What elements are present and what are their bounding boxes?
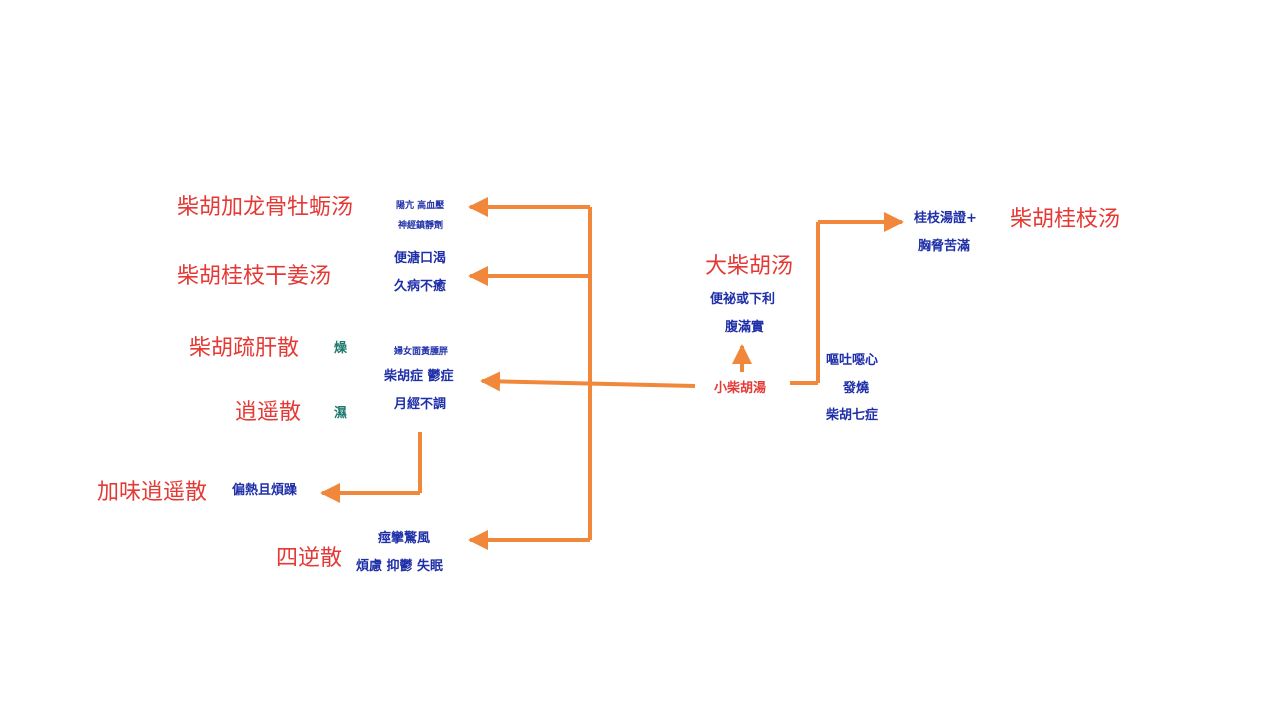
guizhiganjiang-symptom-2: 久病不癒 [394, 279, 447, 294]
longgu-formula: 柴胡加龙骨牡蛎汤 [177, 195, 354, 220]
sini-formula: 四逆散 [276, 546, 343, 571]
sini-symptom-2: 煩慮 抑鬱 失眠 [356, 559, 444, 574]
xiaochaihu-symptom-2: 發燒 [843, 381, 870, 396]
gz-symptom-2: 胸脅苦滿 [918, 239, 971, 254]
center-formula: 小柴胡湯 [714, 381, 767, 396]
dachaihu-symptom-1: 便祕或下利 [710, 292, 776, 307]
dachaihu-formula: 大柴胡汤 [705, 254, 794, 279]
jiawei-symptom: 偏熱且煩躁 [232, 483, 298, 498]
longgu-symptom-1: 陽亢 高血壓 [396, 201, 445, 211]
guizhiganjiang-symptom-1: 便溏口渴 [394, 251, 447, 266]
longgu-symptom-2: 神經鎮靜劑 [398, 221, 444, 231]
shugan-formula: 柴胡疏肝散 [189, 336, 300, 361]
shugan-modifier: 燥 [334, 341, 348, 356]
xiaoyao-formula: 逍遥散 [235, 400, 302, 425]
mid-symptom-2: 柴胡症 鬱症 [384, 369, 454, 384]
xiaoyao-modifier: 濕 [334, 406, 348, 421]
jiawei-formula: 加味逍遥散 [97, 480, 208, 505]
gz-symptom-1: 桂枝湯證+ [914, 211, 977, 226]
gz-formula: 柴胡桂枝汤 [1010, 207, 1121, 232]
sini-symptom-1: 痙攣驚風 [378, 531, 431, 546]
mid-symptom-3: 月經不調 [394, 397, 447, 412]
xiaochaihu-symptom-3: 柴胡七症 [826, 408, 879, 423]
mid-symptom-1: 婦女面黃腫胖 [394, 347, 449, 357]
xiaochaihu-symptom-1: 嘔吐噁心 [826, 353, 879, 368]
branch-to-mid [480, 371, 696, 392]
guizhiganjiang-formula: 柴胡桂枝干姜汤 [177, 264, 332, 289]
dachaihu-symptom-2: 腹滿實 [725, 320, 765, 335]
